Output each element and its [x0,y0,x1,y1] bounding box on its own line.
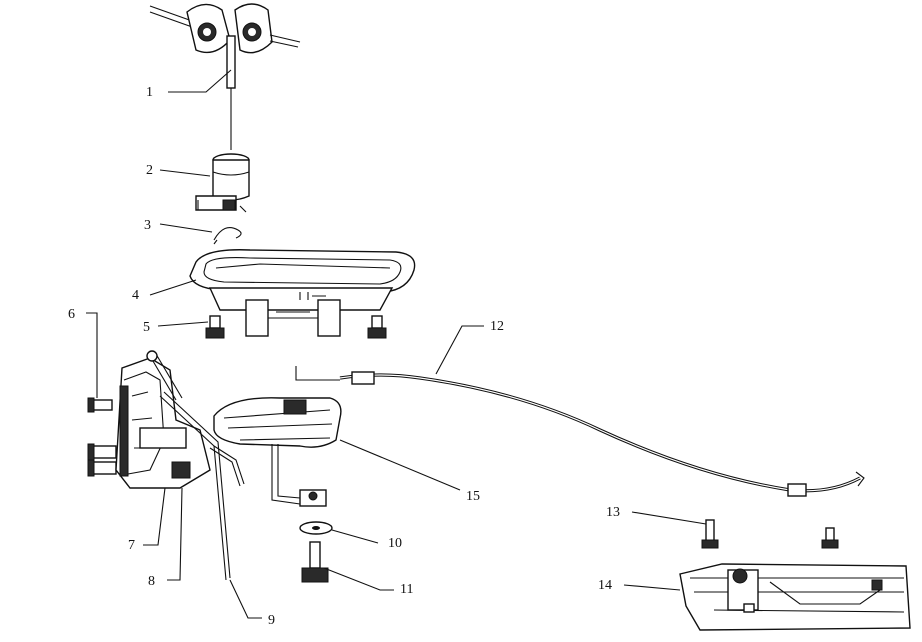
leader-6 [86,312,98,398]
callout-11: 11 [400,582,413,597]
callout-10: 10 [388,536,402,551]
callout-labels: 1 2 3 4 5 6 7 8 9 10 11 12 13 14 15 [68,85,620,628]
leader-3 [159,223,213,233]
part-3-clip [213,227,242,245]
leader-5 [157,321,209,327]
callout-13: 13 [606,505,620,520]
leader-2 [159,169,211,177]
part-12-cable [295,366,865,497]
part-15-bracket [209,397,342,507]
callout-1: 1 [146,85,153,100]
part-6-bolts [87,397,117,477]
part-14-inner-handle [679,563,911,631]
leader-7 [143,487,166,546]
part-4-outer-handle [189,249,416,337]
callout-9: 9 [268,613,275,628]
leader-11 [323,567,394,591]
part-10-washer [299,521,333,535]
part-1-keys [149,3,301,150]
callout-12: 12 [490,319,504,334]
leader-8 [167,487,183,581]
callout-15: 15 [466,489,480,504]
leader-13 [631,511,707,525]
callout-2: 2 [146,163,153,178]
leader-15 [339,439,461,491]
callout-5: 5 [143,320,150,335]
callout-6: 6 [68,307,75,322]
callout-7: 7 [128,538,135,553]
part-7-latch-assembly [115,350,211,489]
part-2-lock-cylinder [195,153,250,213]
callout-3: 3 [144,218,151,233]
leader-lines [86,69,707,619]
callout-8: 8 [148,574,155,589]
leader-12 [435,325,484,375]
part-11-bolt [301,541,329,583]
callout-4: 4 [132,288,139,303]
leader-9 [229,579,262,619]
part-5-screws [205,315,387,339]
leader-10 [331,529,379,544]
leader-14 [623,584,681,591]
leader-4 [149,279,197,296]
leader-1 [168,69,232,93]
part-13-screws [701,519,839,549]
callout-14: 14 [598,578,612,593]
